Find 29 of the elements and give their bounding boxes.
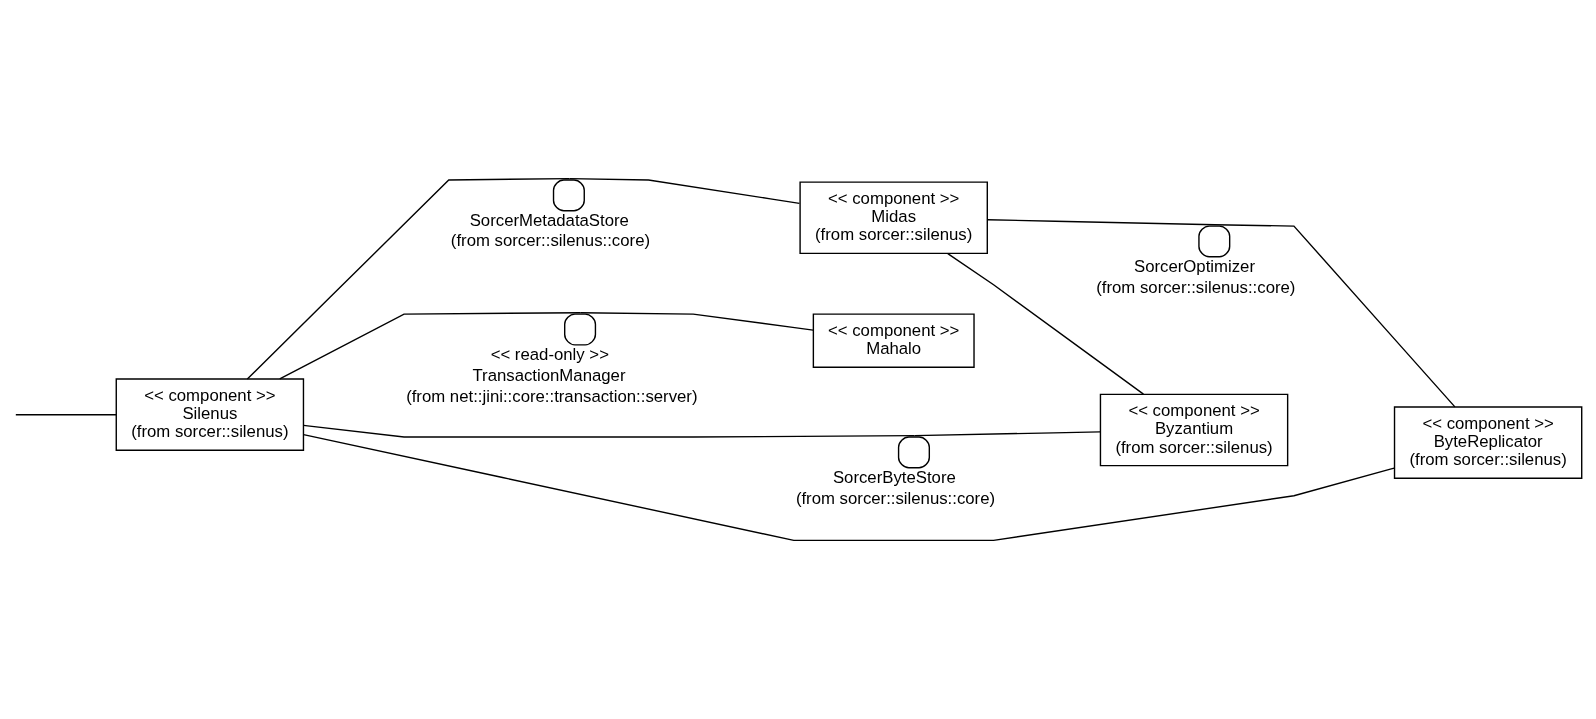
node-label: (from sorcer::silenus::core): [795, 488, 996, 508]
node-box: << component >> ByteReplicator (from sorcer::silenus): [1393, 406, 1583, 479]
node-circle: [1198, 225, 1231, 258]
connector: [279, 312, 582, 380]
node-circle: [897, 436, 931, 469]
connector: [568, 177, 801, 205]
connector: [246, 177, 571, 380]
node-label: SorcerOptimizer: [1133, 256, 1255, 276]
node-label: SorcerByteStore: [832, 467, 956, 487]
node-box: << component >> Mahalo: [812, 313, 975, 368]
node-circle: [552, 179, 585, 212]
node-box: << component >> Midas (from sorcer::silenus): [799, 181, 988, 255]
connector: [947, 252, 1145, 395]
node-circle: [564, 313, 597, 346]
node-box: << component >> Byzantium (from sorcer::silenus): [1099, 393, 1289, 467]
connector: [15, 414, 117, 416]
node-label: (from sorcer::silenus::core): [450, 231, 651, 251]
node-label: << read-only >>: [490, 344, 609, 364]
node-label: TransactionManager: [472, 365, 626, 385]
node-box: << component >> Silenus (from sorcer::silenus): [115, 378, 305, 451]
connector: [303, 424, 916, 438]
node-label: (from sorcer::silenus::core): [1096, 277, 1296, 297]
node-label: SorcerMetadataStore: [469, 210, 629, 230]
connector: [580, 312, 814, 331]
connector: [1214, 224, 1456, 408]
connector: [986, 219, 1216, 226]
node-label: (from net::jini::core::transaction::server): [406, 386, 698, 406]
connector: [302, 433, 1395, 542]
connector: [913, 431, 1101, 437]
